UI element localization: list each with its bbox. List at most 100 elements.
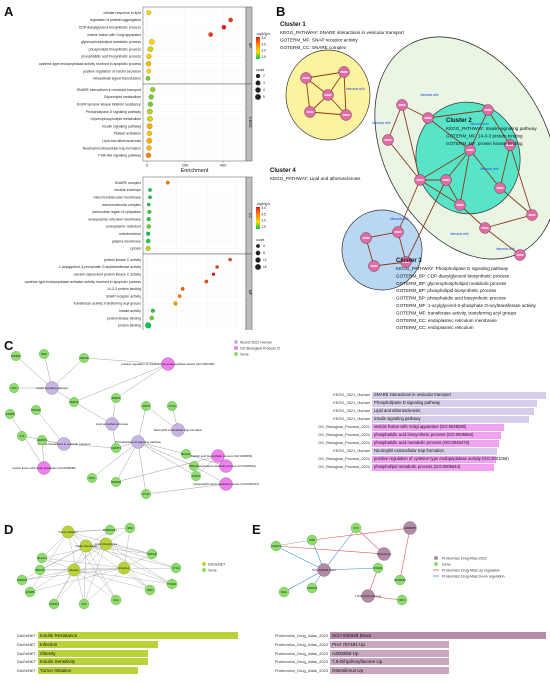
legend-count-tick: 8 [263, 251, 265, 255]
network-edge [145, 405, 179, 431]
gene-node-label [362, 237, 370, 239]
network-edge [445, 149, 471, 181]
bar [372, 416, 529, 423]
bar-category-label: DisGeNET [16, 659, 36, 665]
bar-category-label: GO_Biological_Process_2021 [318, 440, 370, 445]
network-edge [487, 109, 511, 146]
legend-colorbar [256, 37, 260, 59]
network-edge [397, 179, 421, 233]
dot [147, 46, 154, 52]
cluster-term: GOTERM_MF: 1-acylglycerol-3-phosphate O-… [396, 303, 537, 308]
term-label: PI3K-Akt signaling pathway [98, 154, 141, 158]
bar-term-label: SNARE interactions in vesicular transpor… [374, 392, 451, 397]
network-edge [39, 567, 125, 571]
bar [38, 658, 148, 666]
facet-strip-label: CC [248, 213, 252, 219]
term-node [219, 477, 233, 491]
dot [147, 116, 153, 122]
legend-swatch [234, 346, 238, 350]
gene-node-label [424, 117, 432, 119]
bar [372, 456, 496, 463]
legend-count-dot [255, 94, 261, 100]
dot [148, 94, 154, 100]
network-edge [73, 569, 117, 601]
gene-node-label: RAB3GAP1 [103, 528, 117, 532]
term-label: cellular response to lipid [103, 11, 141, 15]
legend-p-tick: 3.0 [262, 219, 267, 223]
gene-node [36, 552, 48, 564]
bar-category-label: Proteomics_Drug_Atlas_2023 [274, 633, 328, 638]
bar [38, 632, 238, 639]
gene-node-label: PRKCZ [36, 568, 45, 572]
network-edge [145, 483, 227, 495]
cluster-term: GOTERM_CC: endoplasmic reticulum membran… [396, 318, 497, 323]
term-label: cytosol [130, 247, 141, 251]
dot [146, 145, 152, 151]
gene-node-label: PRKCE [148, 552, 157, 556]
gene-node [39, 349, 49, 359]
cluster-term: KEGG_PATHWAY: Insulin signaling pathway [446, 126, 537, 131]
cluster-term: KEGG_PATHWAY: Phospholipase D signaling … [396, 266, 509, 271]
disease-node [99, 537, 113, 551]
edge-label: interacts with [450, 232, 469, 236]
gene-node-label: RAB7A [112, 396, 121, 400]
disease-node-label: Infection [119, 566, 130, 570]
bar-category-label: GO_Biological_Process_2021 [318, 464, 370, 469]
gene-node [278, 586, 290, 598]
term-node-label: SNARE interactions in vesicular transpor… [37, 442, 90, 446]
disease-node-label: Tumor Initiation [58, 530, 78, 534]
network-edge [484, 214, 533, 229]
facet-strip-label: BP [248, 43, 252, 48]
term-label: SNAP receptor activity [106, 294, 141, 298]
legend-label: Proteomics Drug Atlas Up regulation [442, 568, 500, 572]
legend-swatch [202, 562, 206, 566]
network-edge [484, 227, 521, 256]
gene-node-label: SAG [113, 598, 118, 602]
network-edge [387, 104, 403, 141]
legend-p-tick: 4.0 [262, 206, 267, 210]
gene-node [48, 598, 60, 610]
bar-category-label: DisGeNET [16, 641, 36, 647]
gene-node [170, 562, 182, 574]
panel-a-label: A [4, 4, 14, 19]
bar-term-label: phospholipid metabolic process (GO:00066… [374, 464, 461, 469]
term-node [57, 437, 71, 451]
network-edge [185, 453, 227, 467]
dot [146, 130, 153, 136]
bar [38, 640, 158, 648]
gene-node [87, 473, 97, 483]
dot [180, 286, 185, 291]
legend-count-tick: 12 [263, 258, 267, 262]
dot [146, 224, 151, 229]
network-edge [51, 357, 85, 389]
gene-node-label [398, 104, 406, 106]
network-edge [73, 569, 173, 585]
legend-count-tick: 3 [263, 81, 265, 85]
bar-category-label: KEGG_2021_Human [333, 408, 370, 413]
gene-node [17, 431, 27, 441]
legend-p-tick: 4.0 [262, 36, 267, 40]
x-tick-label: 400 [220, 163, 227, 168]
cluster-title: Cluster 4 [270, 168, 296, 174]
term-label: Lipid and atherosclerosis [102, 139, 141, 143]
dot [145, 245, 151, 251]
cluster-title: Cluster 3 [396, 258, 422, 264]
drug-node [317, 563, 331, 577]
x-tick-label: 0 [146, 163, 149, 168]
network-edge [275, 539, 313, 547]
term-label: phosphatidic acid biosynthetic process [81, 55, 141, 59]
upregulation-edge [399, 527, 411, 581]
term-node [37, 461, 51, 475]
gene-node-label: AGPAT2 [271, 544, 281, 548]
network-edge [469, 109, 489, 151]
gene-node-label: CASP8 [26, 590, 35, 594]
panel-c-label: C [4, 338, 14, 353]
gene-node [189, 461, 199, 471]
gene-node [396, 594, 408, 606]
upregulation-edge [275, 545, 385, 555]
term-node-label: Phospholipase D signaling pathway [115, 440, 161, 444]
network-edge [459, 149, 471, 206]
panel-e-label: E [252, 522, 261, 537]
